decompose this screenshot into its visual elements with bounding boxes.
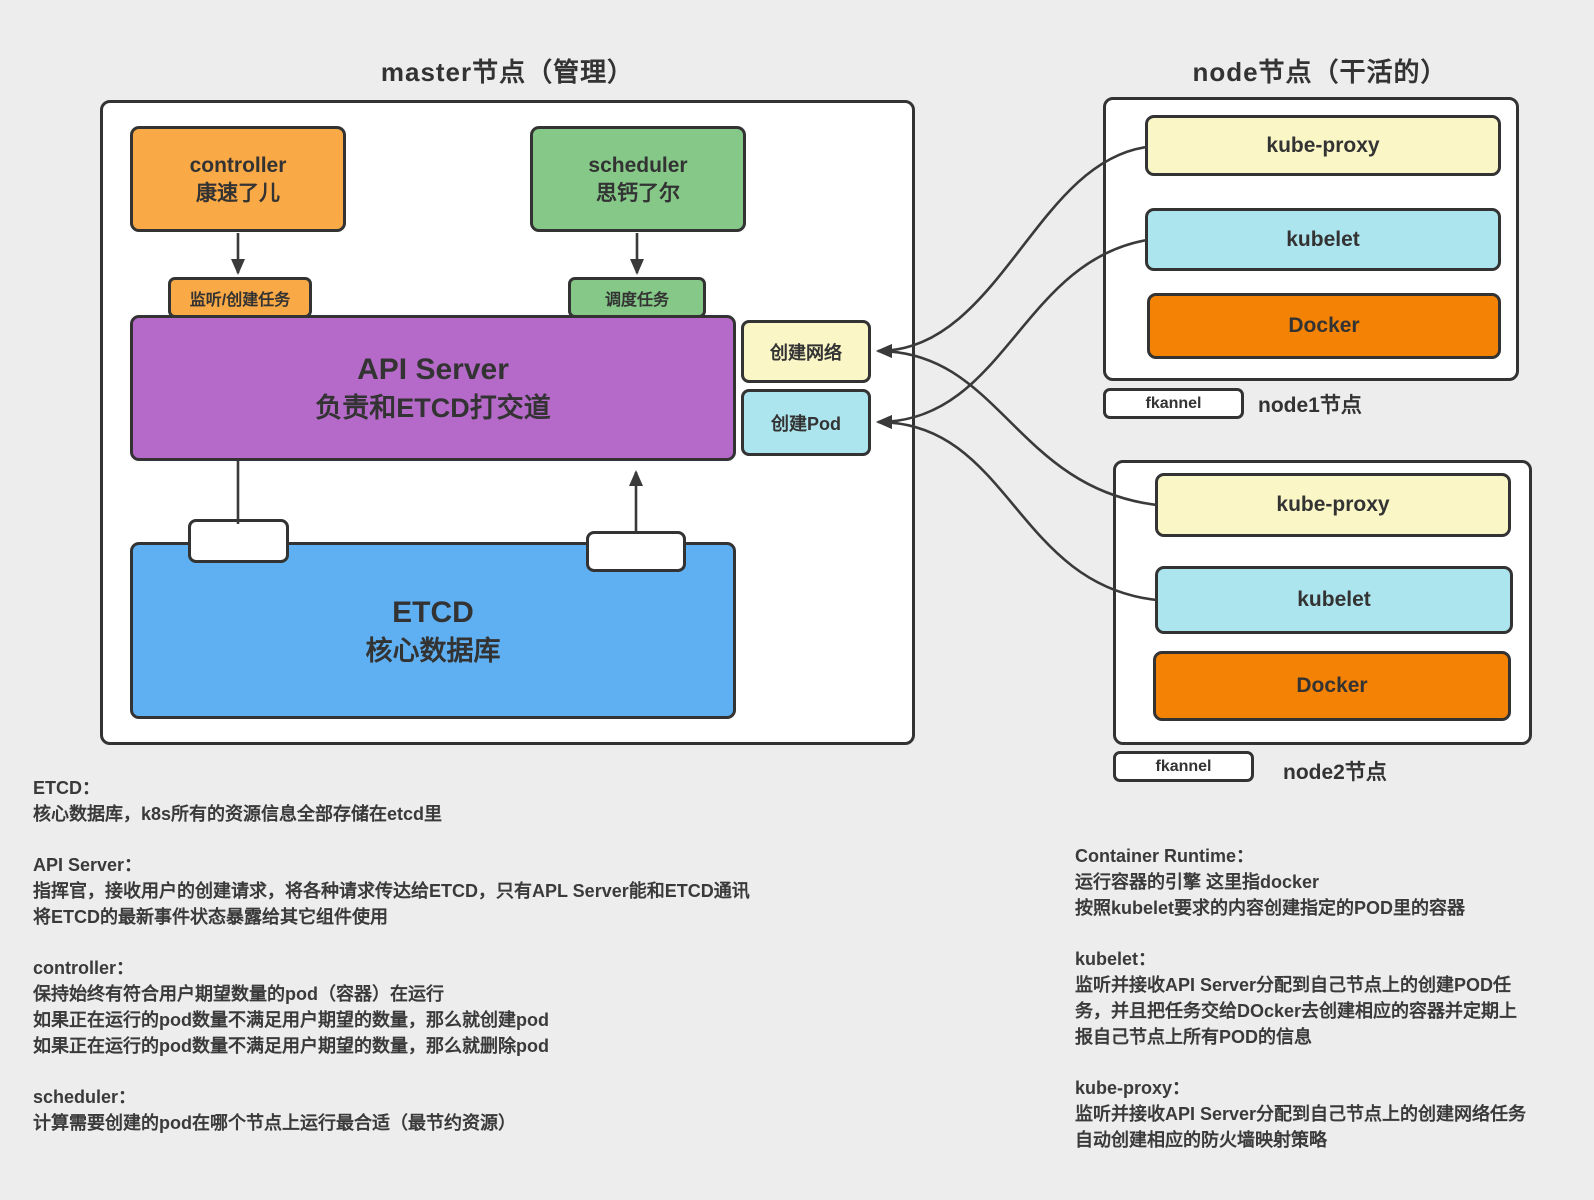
api-server-label: API Server: [357, 353, 509, 387]
api-server-sublabel: 负责和ETCD打交道: [315, 393, 551, 424]
note-api-server-heading: API Server：: [33, 855, 143, 875]
node1-kube-proxy-box: kube-proxy: [1145, 115, 1501, 176]
note-kubelet: kubelet： 监听并接收API Server分配到自己节点上的创建POD任 …: [1075, 946, 1575, 1050]
node1-name-label: node1节点: [1258, 393, 1362, 417]
scheduler-task-label: 调度任务: [568, 277, 706, 318]
note-scheduler: scheduler： 计算需要创建的pod在哪个节点上运行最合适（最节约资源）: [33, 1084, 863, 1136]
notes-left: ETCD： 核心数据库，k8s所有的资源信息全部存储在etcd里 API Ser…: [33, 775, 863, 1161]
etcd-label: ETCD: [392, 595, 474, 629]
note-line: 运行容器的引擎 这里指docker: [1075, 872, 1320, 892]
node2-docker-box: Docker: [1153, 651, 1511, 721]
note-line: 如果正在运行的pod数量不满足用户期望的数量，那么就删除pod: [33, 1036, 549, 1056]
note-etcd-heading: ETCD：: [33, 778, 100, 798]
note-api-server: API Server： 指挥官，接收用户的创建请求，将各种请求传达给ETCD，只…: [33, 852, 863, 930]
note-scheduler-heading: scheduler：: [33, 1087, 137, 1107]
api-server-box: API Server 负责和ETCD打交道: [130, 315, 736, 461]
note-line: 保持始终有符合用户期望数量的pod（容器）在运行: [33, 984, 444, 1004]
controller-task-label: 监听/创建任务: [168, 277, 312, 318]
note-controller-heading: controller：: [33, 958, 135, 978]
note-kube-proxy: kube-proxy： 监听并接收API Server分配到自己节点上的创建网络…: [1075, 1075, 1575, 1153]
note-line: 计算需要创建的pod在哪个节点上运行最合适（最节约资源）: [33, 1113, 516, 1133]
note-line: 报自己节点上所有POD的信息: [1075, 1027, 1313, 1047]
note-line: 自动创建相应的防火墙映射策略: [1075, 1130, 1327, 1150]
note-line: 核心数据库，k8s所有的资源信息全部存储在etcd里: [33, 804, 443, 824]
etcd-connector-left: [188, 519, 289, 563]
node2-kube-proxy-box: kube-proxy: [1155, 473, 1511, 537]
note-line: 监听并接收API Server分配到自己节点上的创建网络任务: [1075, 1104, 1527, 1124]
etcd-sublabel: 核心数据库: [365, 635, 501, 666]
note-kube-proxy-heading: kube-proxy：: [1075, 1078, 1191, 1098]
node1-fkannel-box: fkannel: [1103, 388, 1244, 419]
controller-box: controller 康速了儿: [130, 126, 346, 232]
node1-kubelet-box: kubelet: [1145, 208, 1501, 271]
note-container-runtime-heading: Container Runtime：: [1075, 846, 1255, 866]
node2-name-label: node2节点: [1283, 760, 1387, 784]
scheduler-label: scheduler: [588, 153, 688, 177]
node2-kubelet-box: kubelet: [1155, 566, 1513, 634]
master-title: master节点（管理）: [380, 57, 635, 87]
scheduler-box: scheduler 思钙了尔: [530, 126, 746, 232]
notes-right: Container Runtime： 运行容器的引擎 这里指docker 按照k…: [1075, 843, 1575, 1178]
note-line: 务，并且把任务交给DOcker去创建相应的容器并定期上: [1075, 1001, 1518, 1021]
note-line: 如果正在运行的pod数量不满足用户期望的数量，那么就创建pod: [33, 1010, 549, 1030]
note-line: 将ETCD的最新事件状态暴露给其它组件使用: [33, 907, 388, 927]
note-container-runtime: Container Runtime： 运行容器的引擎 这里指docker 按照k…: [1075, 843, 1575, 921]
note-line: 指挥官，接收用户的创建请求，将各种请求传达给ETCD，只有APL Server能…: [33, 881, 750, 901]
create-network-box: 创建网络: [741, 320, 871, 383]
note-line: 按照kubelet要求的内容创建指定的POD里的容器: [1075, 898, 1466, 918]
note-kubelet-heading: kubelet：: [1075, 949, 1157, 969]
controller-sublabel: 康速了儿: [196, 182, 280, 206]
controller-label: controller: [189, 153, 287, 177]
scheduler-sublabel: 思钙了尔: [596, 182, 680, 206]
note-etcd: ETCD： 核心数据库，k8s所有的资源信息全部存储在etcd里: [33, 775, 863, 827]
node2-fkannel-box: fkannel: [1113, 751, 1254, 782]
create-pod-box: 创建Pod: [741, 389, 871, 456]
node1-docker-box: Docker: [1147, 293, 1501, 359]
etcd-connector-right: [586, 531, 686, 572]
node-title: node节点（干活的）: [1192, 57, 1448, 87]
note-controller: controller： 保持始终有符合用户期望数量的pod（容器）在运行 如果正…: [33, 955, 863, 1059]
note-line: 监听并接收API Server分配到自己节点上的创建POD任: [1075, 975, 1512, 995]
